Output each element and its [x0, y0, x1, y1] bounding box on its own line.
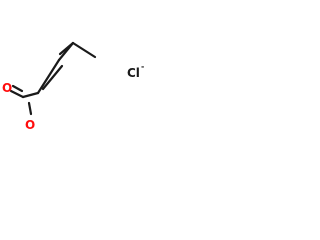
bond-c1-o-double-outer: [9, 89, 25, 99]
bond-c4-methyl-right: [71, 41, 97, 59]
bond-c2-c3-double-outer: [36, 58, 61, 95]
bond-c2-c3-double-inner: [41, 64, 64, 91]
chloride-charge-label: -: [141, 62, 144, 71]
chemical-structure-diagram: O O Cl -: [2, 41, 144, 132]
bond-c1-o-double-inner: [11, 84, 24, 93]
chloride-ion-label: Cl: [127, 66, 140, 80]
bond-c1-c2: [21, 91, 40, 99]
hydroxyl-oxygen-label: O: [25, 118, 35, 132]
carbonyl-oxygen-label: O: [2, 81, 12, 95]
bond-c1-o-single: [27, 101, 33, 116]
bond-c3-c4: [57, 41, 75, 62]
